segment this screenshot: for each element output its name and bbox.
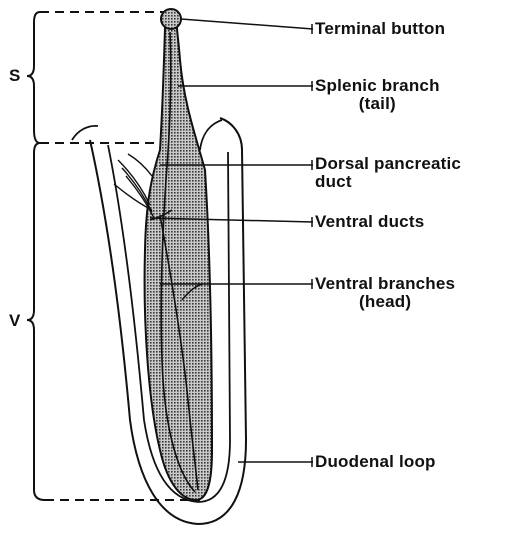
v-bracket bbox=[27, 143, 45, 500]
ventral-ducts-label: Ventral ducts bbox=[315, 213, 424, 231]
v-bracket-label: V bbox=[9, 312, 21, 330]
splenic-branch-label: Splenic branch (tail) bbox=[315, 77, 440, 113]
terminal-button-label: Terminal button bbox=[315, 20, 445, 38]
dorsal-duct-title: Dorsal pancreatic bbox=[315, 155, 461, 173]
ventral-branches-subtitle: (head) bbox=[315, 293, 455, 311]
upper-curve bbox=[200, 120, 222, 150]
splenic-branch-subtitle: (tail) bbox=[315, 95, 440, 113]
splenic-branch-title: Splenic branch bbox=[315, 77, 440, 95]
s-bracket bbox=[27, 12, 40, 143]
ventral-branches-title: Ventral branches bbox=[315, 275, 455, 293]
stomach-edge bbox=[72, 126, 98, 140]
ventral-branches-label: Ventral branches (head) bbox=[315, 275, 455, 311]
dorsal-duct-label: Dorsal pancreatic duct bbox=[315, 155, 461, 191]
pancreas-tissue bbox=[145, 28, 212, 500]
s-bracket-label: S bbox=[9, 67, 21, 85]
terminal-button-shape bbox=[161, 9, 181, 29]
dorsal-duct-subtitle: duct bbox=[315, 173, 461, 191]
duodenal-loop-label: Duodenal loop bbox=[315, 453, 436, 471]
